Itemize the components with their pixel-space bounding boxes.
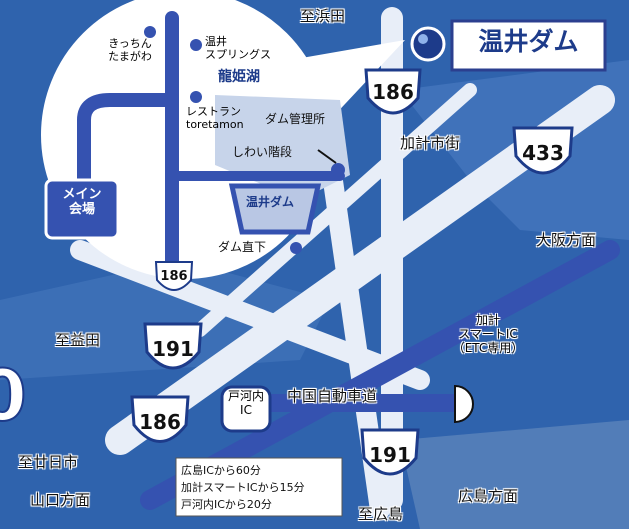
- svg-text:186: 186: [372, 80, 414, 104]
- label-kitchin-tamagawa: きっちん たまがわ: [108, 37, 152, 63]
- label-togouchi-ic: 戸河内 IC: [227, 389, 264, 417]
- svg-text:191: 191: [152, 337, 194, 361]
- marker-restaurant: [190, 91, 202, 103]
- togouchi-ic-box: [220, 385, 272, 433]
- label-kakei-smart-ic: 加計 スマートIC （ETC専用）: [452, 313, 524, 355]
- access-info-line: 加計スマートICから15分: [181, 481, 305, 494]
- label-shiwai-stairs: しわい階段: [232, 145, 293, 159]
- stairs-arrow: [317, 149, 337, 164]
- label-osaka-direction: 大阪方面: [536, 231, 597, 249]
- label-onsen-springs: 温井 スプリングス: [205, 35, 271, 61]
- label-ryuki-lake: 龍姫湖: [218, 69, 260, 85]
- title-box: [450, 19, 607, 72]
- route-shield-191-west: 191: [143, 322, 203, 370]
- access-info-line: 戸河内ICから20分: [181, 498, 272, 511]
- label-to-hiroshima: 至広島: [358, 505, 404, 523]
- label-hiroshima-direction: 広島方面: [458, 487, 519, 505]
- label-dam-office: ダム管理所: [265, 112, 326, 126]
- access-info-box: [175, 457, 343, 517]
- label-main-venue: メイン 会場: [62, 187, 102, 217]
- dam-location-marker: [410, 26, 446, 62]
- main-venue-box: [44, 178, 120, 240]
- land-shade-south: [400, 420, 629, 529]
- access-info-line: 広島ICから60分: [181, 464, 261, 477]
- access-info-list: 広島ICから60分 加計スマートICから15分 戸河内ICから20分: [181, 462, 341, 513]
- road-minor: [193, 83, 477, 337]
- label-to-masuda: 至益田: [55, 331, 101, 349]
- label-kakei-town: 加計市街: [400, 134, 461, 152]
- route-shield-186-top: 186: [364, 68, 422, 115]
- inset-markers: [144, 26, 345, 254]
- label-restaurant-toretamon: レストラン toretamon: [186, 105, 244, 131]
- route-shield-191-south: 191: [360, 428, 420, 476]
- label-dam-body: 温井ダム: [246, 195, 295, 209]
- svg-text:191: 191: [369, 443, 411, 467]
- dam-location-highlight: [418, 34, 428, 44]
- kakei-ic-marker: [454, 384, 474, 424]
- label-below-dam: ダム直下: [218, 240, 267, 254]
- label-yamaguchi-direction: 山口方面: [30, 491, 91, 509]
- svg-text:186: 186: [139, 410, 181, 434]
- inset-roads: [77, 11, 345, 287]
- label-expressway: 中国自動車道: [287, 387, 378, 405]
- label-to-hatsukaichi: 至廿日市: [18, 453, 79, 471]
- svg-text:433: 433: [522, 141, 564, 165]
- marker-kitchin: [144, 26, 156, 38]
- route-shield-186-south: 186: [130, 395, 190, 443]
- svg-text:186: 186: [160, 269, 187, 284]
- page-number-fragment: 0: [0, 355, 27, 437]
- dam-body: [228, 183, 322, 235]
- map-title: 温井ダム: [478, 27, 579, 56]
- marker-stairs: [331, 163, 345, 177]
- route-shield-186-inset: 186: [154, 261, 194, 291]
- route-shield-433: 433: [512, 126, 574, 175]
- inset-road-loop: [77, 93, 179, 197]
- marker-below-dam: [290, 242, 302, 254]
- marker-onsen: [190, 39, 202, 51]
- label-to-hamada: 至浜田: [300, 7, 346, 25]
